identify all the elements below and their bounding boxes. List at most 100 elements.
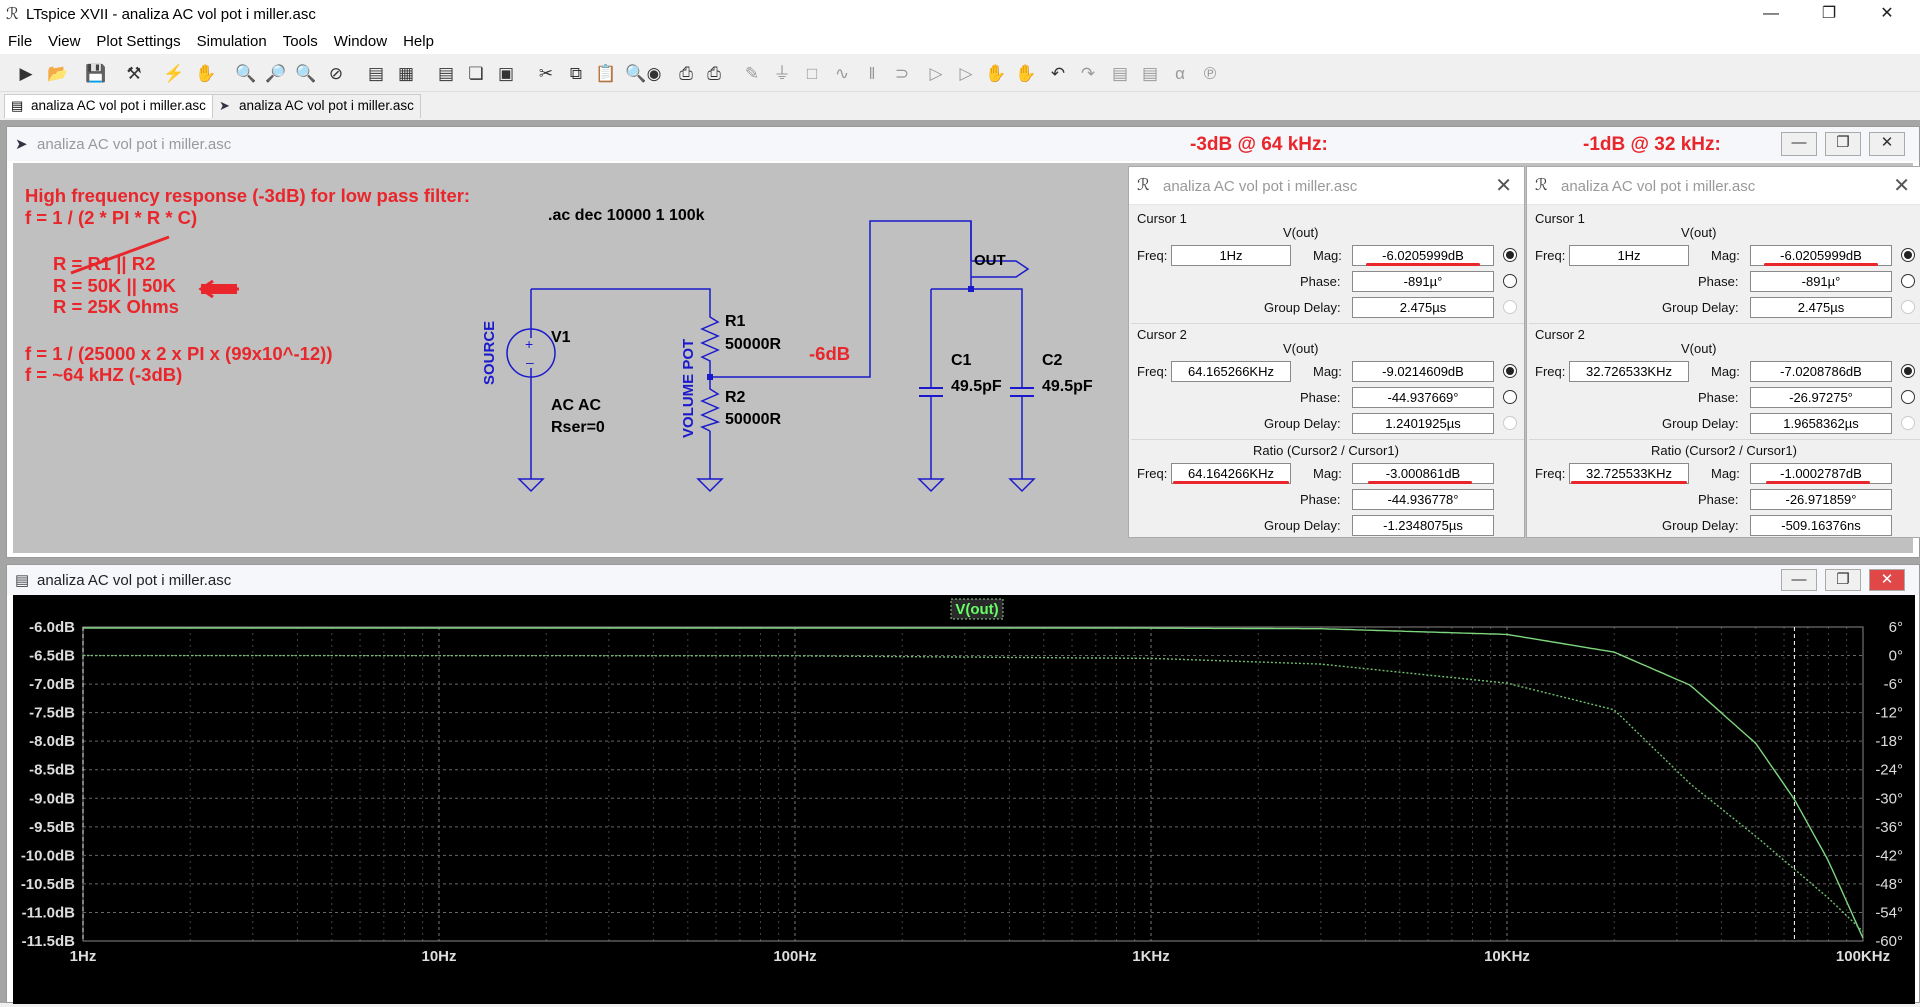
spice-directive[interactable]: .ac dec 10000 1 100k [548,207,705,224]
cursor1-mag-radio[interactable] [1901,248,1915,262]
mirror-icon[interactable]: ▤ [1141,64,1159,83]
menu-view[interactable]: View [48,33,81,50]
schematic-restore-icon[interactable]: ❐ [1825,132,1861,156]
cursor1-gd-field[interactable]: 2.475µs [1750,297,1892,318]
cursor1-gd-field[interactable]: 2.475µs [1352,297,1494,318]
cursor2-mag-radio[interactable] [1503,364,1517,378]
cursor1-phase-radio[interactable] [1901,274,1915,288]
ratio-mag-field[interactable]: -1.0002787dB [1750,463,1892,484]
copy-icon[interactable]: ⧉ [569,64,583,83]
cursor2-freq-field[interactable]: 64.165266KHz [1171,361,1291,382]
cursor2-gd-radio[interactable] [1901,416,1915,430]
cursor2-gd-field[interactable]: 1.9658362µs [1750,413,1892,434]
cursor2-phase-radio[interactable] [1901,390,1915,404]
drag-icon[interactable]: ✋ [1015,64,1037,83]
close-icon[interactable]: ✕ [1893,175,1910,197]
zoom-out-icon[interactable]: 🔎 [265,64,287,83]
close-icon[interactable]: ✕ [1495,175,1512,197]
zoom-cancel-icon[interactable]: ⊘ [328,64,344,83]
freq-label: Freq: [1535,248,1566,263]
window-icon[interactable]: ▣ [497,64,515,83]
tile-icon[interactable]: ▤ [437,64,455,83]
redo-icon[interactable]: ↷ [1080,64,1096,83]
label-icon[interactable]: □ [806,64,818,83]
capacitor-icon[interactable]: ‖ [868,64,876,83]
print-icon[interactable]: ⎙ [679,64,693,83]
menu-plot-settings[interactable]: Plot Settings [96,33,181,50]
ground-icon[interactable]: ⏚ [773,64,791,83]
cursor2-gd-field[interactable]: 1.2401925µs [1352,413,1494,434]
cursor1-phase-field[interactable]: -891µ° [1352,271,1494,292]
cursor1-gd-radio[interactable] [1503,300,1517,314]
wire-icon[interactable]: ✎ [744,64,760,83]
find-icon[interactable]: 🔍 [625,64,647,83]
menu-simulation[interactable]: Simulation [196,33,267,50]
ratio-freq-field[interactable]: 64.164266KHz [1171,463,1291,484]
rotate-icon[interactable]: ▤ [1111,64,1129,83]
run-icon[interactable]: ▶ [19,64,33,83]
inductor-icon[interactable]: ⊃ [894,64,910,83]
cursor1-freq-field[interactable]: 1Hz [1569,245,1689,266]
open-icon[interactable]: 📂 [47,64,69,83]
paste-icon[interactable]: 📋 [595,64,617,83]
menu-help[interactable]: Help [403,33,434,50]
cursor1-mag-radio[interactable] [1503,248,1517,262]
cursor1-phase-field[interactable]: -891µ° [1750,271,1892,292]
cursor1-freq-field[interactable]: 1Hz [1171,245,1291,266]
diode-icon[interactable]: ▷ [929,64,943,83]
cursor1-gd-radio[interactable] [1901,300,1915,314]
schematic-minimize-icon[interactable]: — [1781,132,1817,156]
save-icon[interactable]: 💾 [85,64,107,83]
cursor2-gd-radio[interactable] [1503,416,1517,430]
ratio-mag-field[interactable]: -3.000861dB [1352,463,1494,484]
y-tick-label: -8.5dB [29,762,75,779]
component-icon[interactable]: ▷ [959,64,973,83]
ratio-phase-field[interactable]: -26.971859° [1750,489,1892,510]
move-icon[interactable]: ✋ [985,64,1007,83]
cursor2-mag-field[interactable]: -9.0214609dB [1352,361,1494,382]
tab-plot[interactable]: ▤ analiza AC vol pot i miller.asc [4,94,213,118]
pan-icon[interactable]: ✋ [195,64,217,83]
cut-icon[interactable]: ✂ [538,64,554,83]
cursor2-phase-field[interactable]: -26.97275° [1750,387,1892,408]
cursor1-phase-radio[interactable] [1503,274,1517,288]
cursor2-phase-field[interactable]: -44.937669° [1352,387,1494,408]
zoom-in-icon[interactable]: 🔍 [235,64,257,83]
menu-tools[interactable]: Tools [282,33,318,50]
autorange-icon[interactable]: ▤ [367,64,385,83]
ratio-gd-field[interactable]: -509.16376ns [1750,515,1892,536]
cursor2-mag-radio[interactable] [1901,364,1915,378]
print-setup-icon[interactable]: ⎙ [707,64,721,83]
text-icon[interactable]: α [1175,64,1185,83]
settings-icon[interactable]: ⚒ [126,64,142,83]
close-icon[interactable]: ✕ [1880,5,1894,22]
binoculars-icon[interactable]: ◉ [646,64,662,83]
spice-directive-icon[interactable]: ℗ [1203,64,1217,83]
undo-icon[interactable]: ↶ [1050,64,1066,83]
cursor2-freq-field[interactable]: 32.726533KHz [1569,361,1689,382]
menu-file[interactable]: File [8,33,33,50]
ratio-phase-field[interactable]: -44.936778° [1352,489,1494,510]
cursor1-mag-field[interactable]: -6.0205999dB [1352,245,1494,266]
x-tick-label: 10KHz [1484,948,1530,965]
cursor2-trace: V(out) [1283,341,1319,356]
menu-window[interactable]: Window [333,33,388,50]
zoom-fit-icon[interactable]: 🔍 [295,64,317,83]
resistor-icon[interactable]: ∿ [834,64,850,83]
cursor2-phase-radio[interactable] [1503,390,1517,404]
run-sim-icon[interactable]: ⚡ [163,64,185,83]
tab-schematic[interactable]: ➤ analiza AC vol pot i miller.asc [212,94,421,118]
plot-restore-icon[interactable]: ❐ [1825,569,1861,591]
cascade-icon[interactable]: ❏ [468,64,484,83]
ratio-gd-field[interactable]: -1.2348075µs [1352,515,1494,536]
mag-label: Mag: [1711,364,1740,379]
grid-icon[interactable]: ▦ [397,64,415,83]
plot-close-icon[interactable]: ✕ [1869,569,1905,591]
schematic-close-icon[interactable]: ✕ [1869,132,1905,156]
restore-icon[interactable]: ❐ [1821,5,1837,22]
plot-minimize-icon[interactable]: — [1781,569,1817,591]
cursor2-mag-field[interactable]: -7.0208786dB [1750,361,1892,382]
minimize-icon[interactable]: — [1763,5,1779,22]
